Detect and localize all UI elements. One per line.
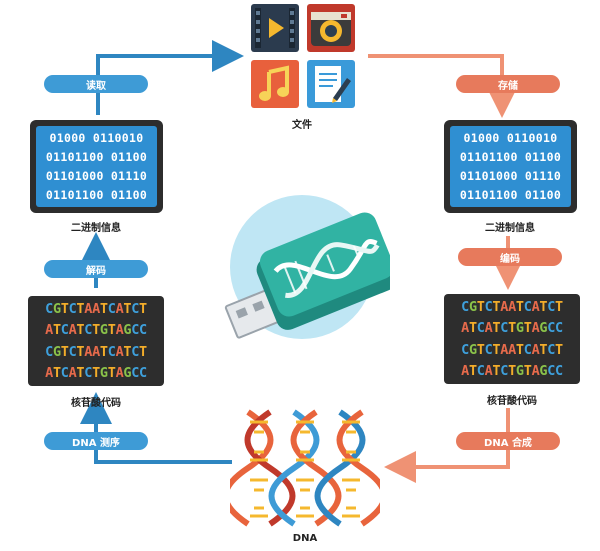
arrow-read (96, 40, 244, 115)
binary-line: 01101100 01100 (45, 150, 148, 164)
usb-dna-drive-icon (224, 195, 390, 339)
nucleotide-panel-left: CGTCTAATCATCT ATCATCTGTAGCC CGTCTAATCATC… (28, 296, 164, 386)
binary-line: 01000 0110010 (49, 131, 144, 145)
nucleotide-line: ATCATCTGTAGCC (45, 322, 147, 339)
nucleotide-line: CGTCTAATCATCT (45, 343, 147, 360)
dna-caption: DNA (292, 533, 318, 544)
binary-left-caption: 二进制信息 (71, 223, 121, 234)
step-decode: 解码 (44, 260, 148, 278)
step-encode: 编码 (458, 248, 562, 266)
nucleotide-right-caption: 核苷酸代码 (487, 396, 537, 407)
step-read: 读取 (44, 75, 148, 93)
binary-line: 01101100 01100 (459, 188, 562, 202)
nucleotide-line: ATCATCTGTAGCC (461, 362, 563, 379)
binary-line: 01101000 01110 (459, 169, 562, 183)
binary-screen-left: 01000 0110010 01101100 01100 01101000 01… (30, 120, 163, 213)
step-sequencing: DNA 测序 (44, 432, 148, 450)
binary-line: 01101000 01110 (45, 169, 148, 183)
music-icon (251, 60, 299, 108)
nucleotide-line: CGTCTAATCATCT (45, 301, 147, 318)
file-icons (251, 4, 355, 110)
nucleotide-line: CGTCTAATCATCT (461, 299, 563, 316)
step-synthesis: DNA 合成 (456, 432, 560, 450)
step-store: 存储 (456, 75, 560, 93)
binary-line: 01101100 01100 (459, 150, 562, 164)
arrow-synthesis (384, 408, 510, 483)
arrow-sequencing (80, 392, 232, 464)
nucleotide-line: ATCATCTGTAGCC (461, 320, 563, 337)
nucleotide-line: CGTCTAATCATCT (461, 341, 563, 358)
file-caption: 文件 (292, 120, 312, 131)
dna-helix-icon (230, 409, 380, 527)
binary-line: 01101100 01100 (45, 188, 148, 202)
binary-screen-right: 01000 0110010 01101100 01100 01101000 01… (444, 120, 577, 213)
camera-icon (307, 4, 355, 52)
nucleotide-panel-right: CGTCTAATCATCT ATCATCTGTAGCC CGTCTAATCATC… (444, 294, 580, 384)
binary-right-caption: 二进制信息 (485, 223, 535, 234)
document-icon (307, 60, 355, 108)
nucleotide-left-caption: 核苷酸代码 (71, 398, 121, 409)
video-icon (251, 4, 299, 52)
binary-line: 01000 0110010 (463, 131, 558, 145)
nucleotide-line: ATCATCTGTAGCC (45, 364, 147, 381)
